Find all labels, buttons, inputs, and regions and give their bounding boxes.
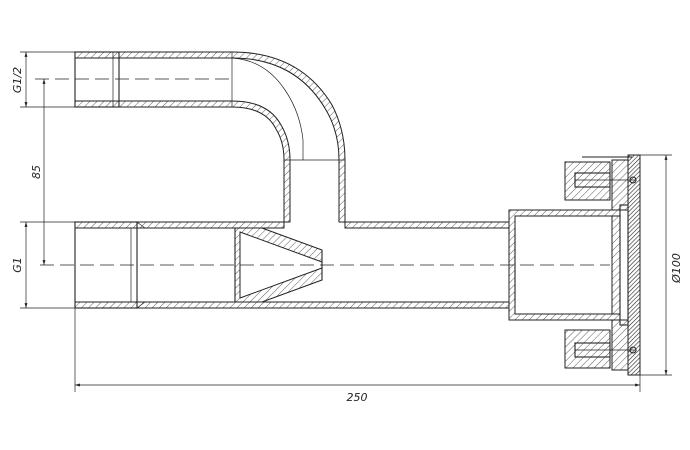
- dimension-main-thread: G1: [11, 221, 75, 309]
- flange-assembly: [508, 154, 641, 376]
- dimension-spacing: 85: [30, 79, 46, 265]
- dimension-overall-length: 250: [74, 308, 641, 404]
- main-pipe: [40, 221, 610, 309]
- top-thread-label: G1/2: [11, 67, 24, 93]
- top-pipe: [35, 51, 346, 223]
- main-thread-label: G1: [11, 257, 24, 273]
- dimension-flange-diameter: Ø100: [640, 154, 683, 376]
- overall-length-label: 250: [347, 391, 368, 404]
- flange-diameter-label: Ø100: [670, 253, 683, 284]
- spacing-label: 85: [30, 165, 43, 179]
- dimension-top-thread: G1/2: [11, 51, 75, 108]
